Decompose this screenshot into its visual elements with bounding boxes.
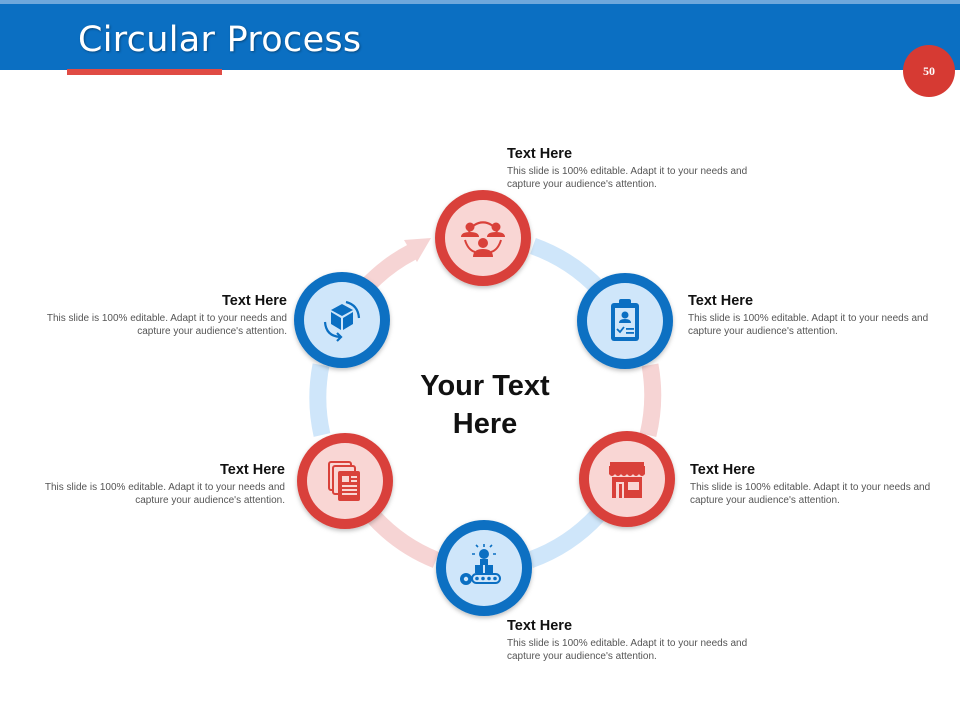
step-2-text: Text Here This slide is 100% editable. A…: [688, 293, 938, 338]
step-6-title: Text Here: [221, 293, 287, 309]
step-node-5: [297, 433, 393, 529]
step-5-body: This slide is 100% editable. Adapt it to…: [44, 482, 285, 506]
center-text: Your Text Here: [420, 370, 550, 440]
step-6-text: Text Here This slide is 100% editable. A…: [37, 293, 287, 338]
step-node-2: [577, 273, 673, 369]
page-number-badge: 50: [903, 45, 955, 97]
arc-step5-step6: [309, 363, 331, 437]
arc-step4-step5: [365, 509, 440, 568]
step-4-title: Text Here: [507, 618, 573, 634]
step-3-title: Text Here: [690, 462, 756, 478]
clipboard-profile-icon: [611, 299, 639, 341]
storefront-icon: [609, 462, 645, 498]
step-3-text: Text Here This slide is 100% editable. A…: [690, 462, 940, 507]
title-accent-bar: [67, 69, 222, 75]
step-1-text: Text Here This slide is 100% editable. A…: [507, 146, 757, 191]
step-5-text: Text Here This slide is 100% editable. A…: [35, 462, 285, 507]
step-node-4: [436, 520, 532, 616]
step-2-title: Text Here: [688, 293, 754, 309]
arc-step6-step1: [361, 244, 417, 292]
step-node-1: [435, 190, 531, 286]
team-network-icon: [461, 221, 505, 257]
step-1-body: This slide is 100% editable. Adapt it to…: [507, 166, 748, 190]
cycle-arrowhead: [404, 238, 431, 262]
documents-icon: [328, 461, 360, 501]
arc-step3-step4: [526, 509, 605, 569]
arc-step2-step3: [639, 363, 662, 437]
step-4-body: This slide is 100% editable. Adapt it to…: [507, 638, 748, 662]
slide-title: Circular Process: [78, 20, 362, 60]
arc-step1-step2: [529, 237, 607, 296]
step-5-title: Text Here: [219, 462, 285, 478]
step-3-body: This slide is 100% editable. Adapt it to…: [690, 482, 931, 506]
step-node-3: [579, 431, 675, 527]
step-6-body: This slide is 100% editable. Adapt it to…: [46, 313, 287, 337]
header-bar: Circular Process: [0, 4, 960, 70]
step-1-title: Text Here: [507, 146, 573, 162]
idea-conveyor-icon: [460, 544, 501, 585]
step-4-text: Text Here This slide is 100% editable. A…: [507, 618, 757, 663]
top-stripe: [0, 0, 960, 4]
step-2-body: This slide is 100% editable. Adapt it to…: [688, 313, 929, 337]
step-node-6: [294, 272, 390, 368]
rotating-box-icon: [323, 300, 361, 342]
